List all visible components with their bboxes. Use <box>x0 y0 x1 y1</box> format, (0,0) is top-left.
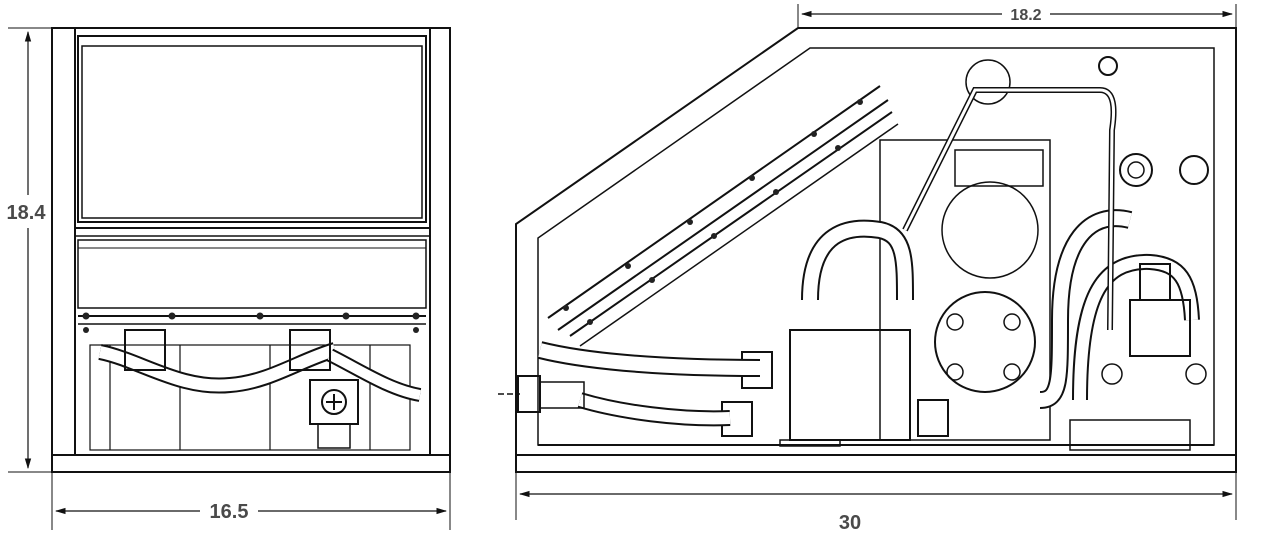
side-outer-housing <box>515 27 1237 456</box>
front-outer-frame <box>51 27 451 473</box>
front-width-label: 16.5 <box>210 501 249 523</box>
side-view: 18.2 30 <box>498 4 1237 534</box>
front-machinery <box>89 329 422 451</box>
side-inlet-fitting <box>498 375 585 413</box>
side-top-width-label: 18.2 <box>1010 7 1041 24</box>
side-top-width-dimension <box>797 4 1237 28</box>
front-height-label: 18.4 <box>7 202 47 224</box>
front-middle-panel <box>77 239 427 309</box>
front-height-dimension <box>8 27 52 473</box>
front-view: 18.4 16.5 <box>7 27 451 530</box>
front-rail-bolts <box>82 312 420 333</box>
side-manifold <box>721 329 949 447</box>
side-valves <box>1069 56 1209 451</box>
side-pump-housing <box>879 59 1051 441</box>
front-width-dimension <box>51 472 451 530</box>
front-top-window <box>77 35 427 223</box>
side-angled-panel <box>547 85 899 347</box>
side-total-width-dimension <box>515 472 1237 520</box>
side-total-width-label: 30 <box>839 512 861 534</box>
